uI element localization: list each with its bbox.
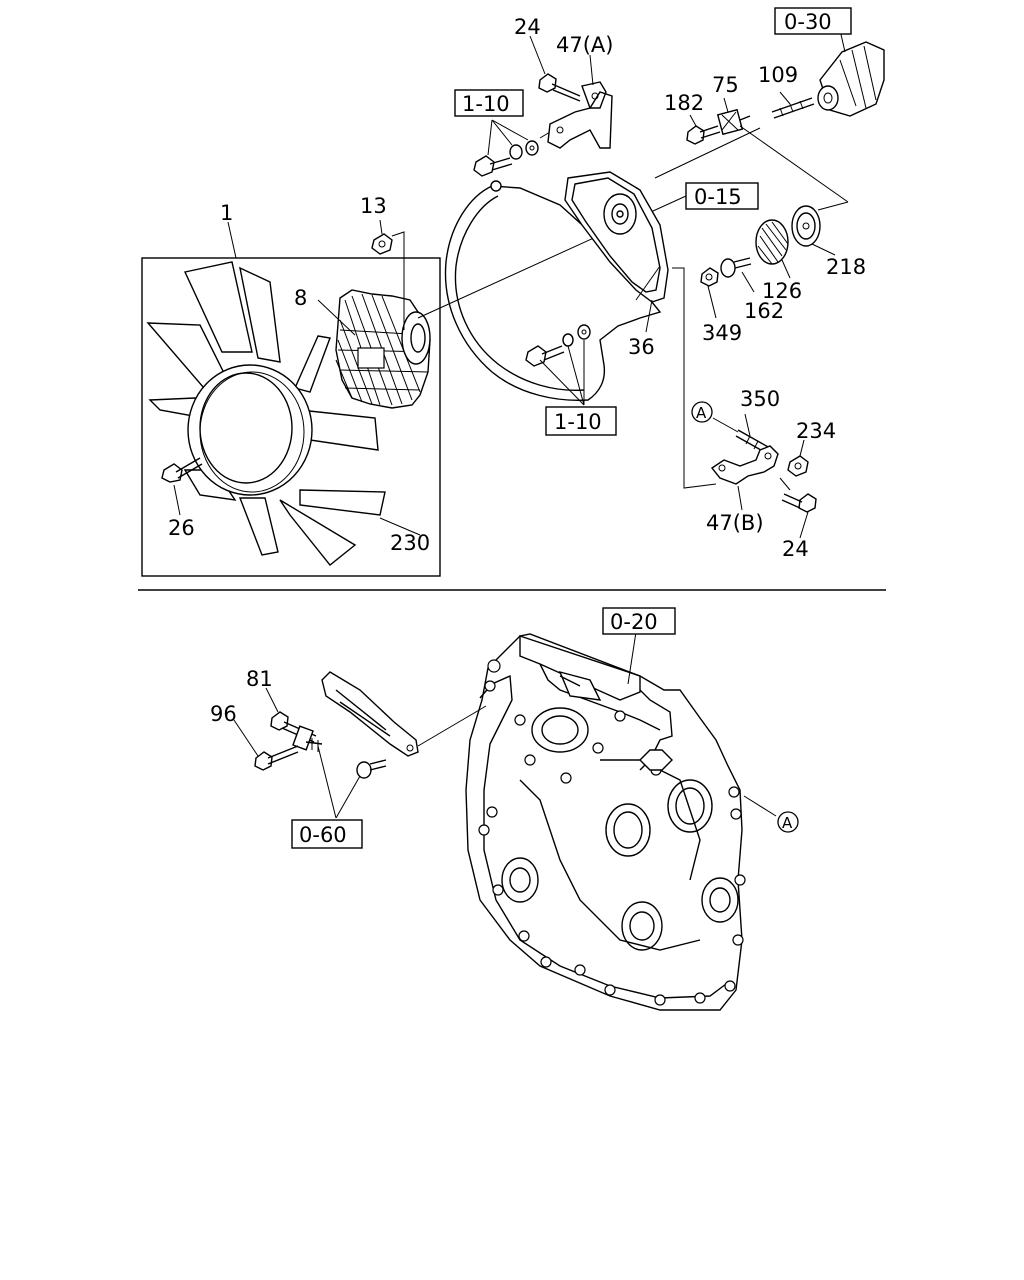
label-36: 36 — [628, 335, 655, 359]
timing-gear-case — [465, 633, 746, 1011]
bolt-26 — [161, 457, 203, 516]
label-110-bottom: 1-10 — [554, 410, 602, 434]
label-126: 126 — [762, 279, 802, 303]
label-81: 81 — [246, 667, 273, 691]
ref-box-110-bottom — [545, 406, 617, 436]
bracket-47b — [710, 413, 817, 539]
bracket-060 — [233, 671, 487, 819]
pulley-belt — [564, 171, 669, 303]
label-13: 13 — [360, 194, 387, 218]
label-24-bottom: 24 — [782, 537, 809, 561]
label-24-top: 24 — [514, 15, 541, 39]
label-a-upper: A — [696, 404, 707, 422]
bolt-162 — [720, 257, 755, 293]
label-182: 182 — [664, 91, 704, 115]
marker-a-upper — [691, 401, 713, 423]
bolt-set-upper — [473, 119, 551, 177]
label-26: 26 — [168, 516, 195, 540]
water-pump — [817, 29, 885, 117]
idler-pulley-126 — [755, 219, 791, 279]
label-030: 0-30 — [784, 10, 832, 34]
label-a-lower: A — [782, 814, 793, 832]
marker-a-lower — [777, 811, 799, 833]
label-96: 96 — [210, 702, 237, 726]
label-109: 109 — [758, 63, 798, 87]
label-162: 162 — [744, 299, 784, 323]
nut-349 — [700, 267, 719, 319]
fan-clutch — [335, 289, 431, 409]
ref-box-020 — [602, 607, 676, 635]
label-350: 350 — [740, 387, 780, 411]
fan-shroud — [444, 180, 662, 402]
label-75: 75 — [712, 73, 739, 97]
fan-ring — [187, 364, 313, 496]
stud-109 — [771, 91, 815, 119]
ref-box-015 — [685, 182, 759, 210]
label-020: 0-20 — [610, 610, 658, 634]
label-47a: 47(A) — [556, 33, 613, 57]
label-110-top: 1-10 — [462, 92, 510, 116]
ref-box-060 — [291, 819, 363, 849]
label-1: 1 — [220, 201, 233, 225]
bracket-47a — [529, 35, 613, 149]
label-349: 349 — [702, 321, 742, 345]
fan-assembly-frame — [141, 257, 441, 577]
bolt-set-lower — [525, 324, 591, 406]
tensioner-75 — [686, 97, 751, 145]
label-234: 234 — [796, 419, 836, 443]
nut-13 — [371, 219, 405, 330]
label-218: 218 — [826, 255, 866, 279]
ref-box-110-top — [454, 89, 524, 117]
label-8: 8 — [294, 286, 307, 310]
label-060: 0-60 — [299, 823, 347, 847]
label-015: 0-15 — [694, 185, 742, 209]
idler-pulley-218 — [791, 205, 836, 256]
label-47b: 47(B) — [706, 511, 764, 535]
ref-box-030 — [774, 7, 852, 35]
label-230: 230 — [390, 531, 430, 555]
